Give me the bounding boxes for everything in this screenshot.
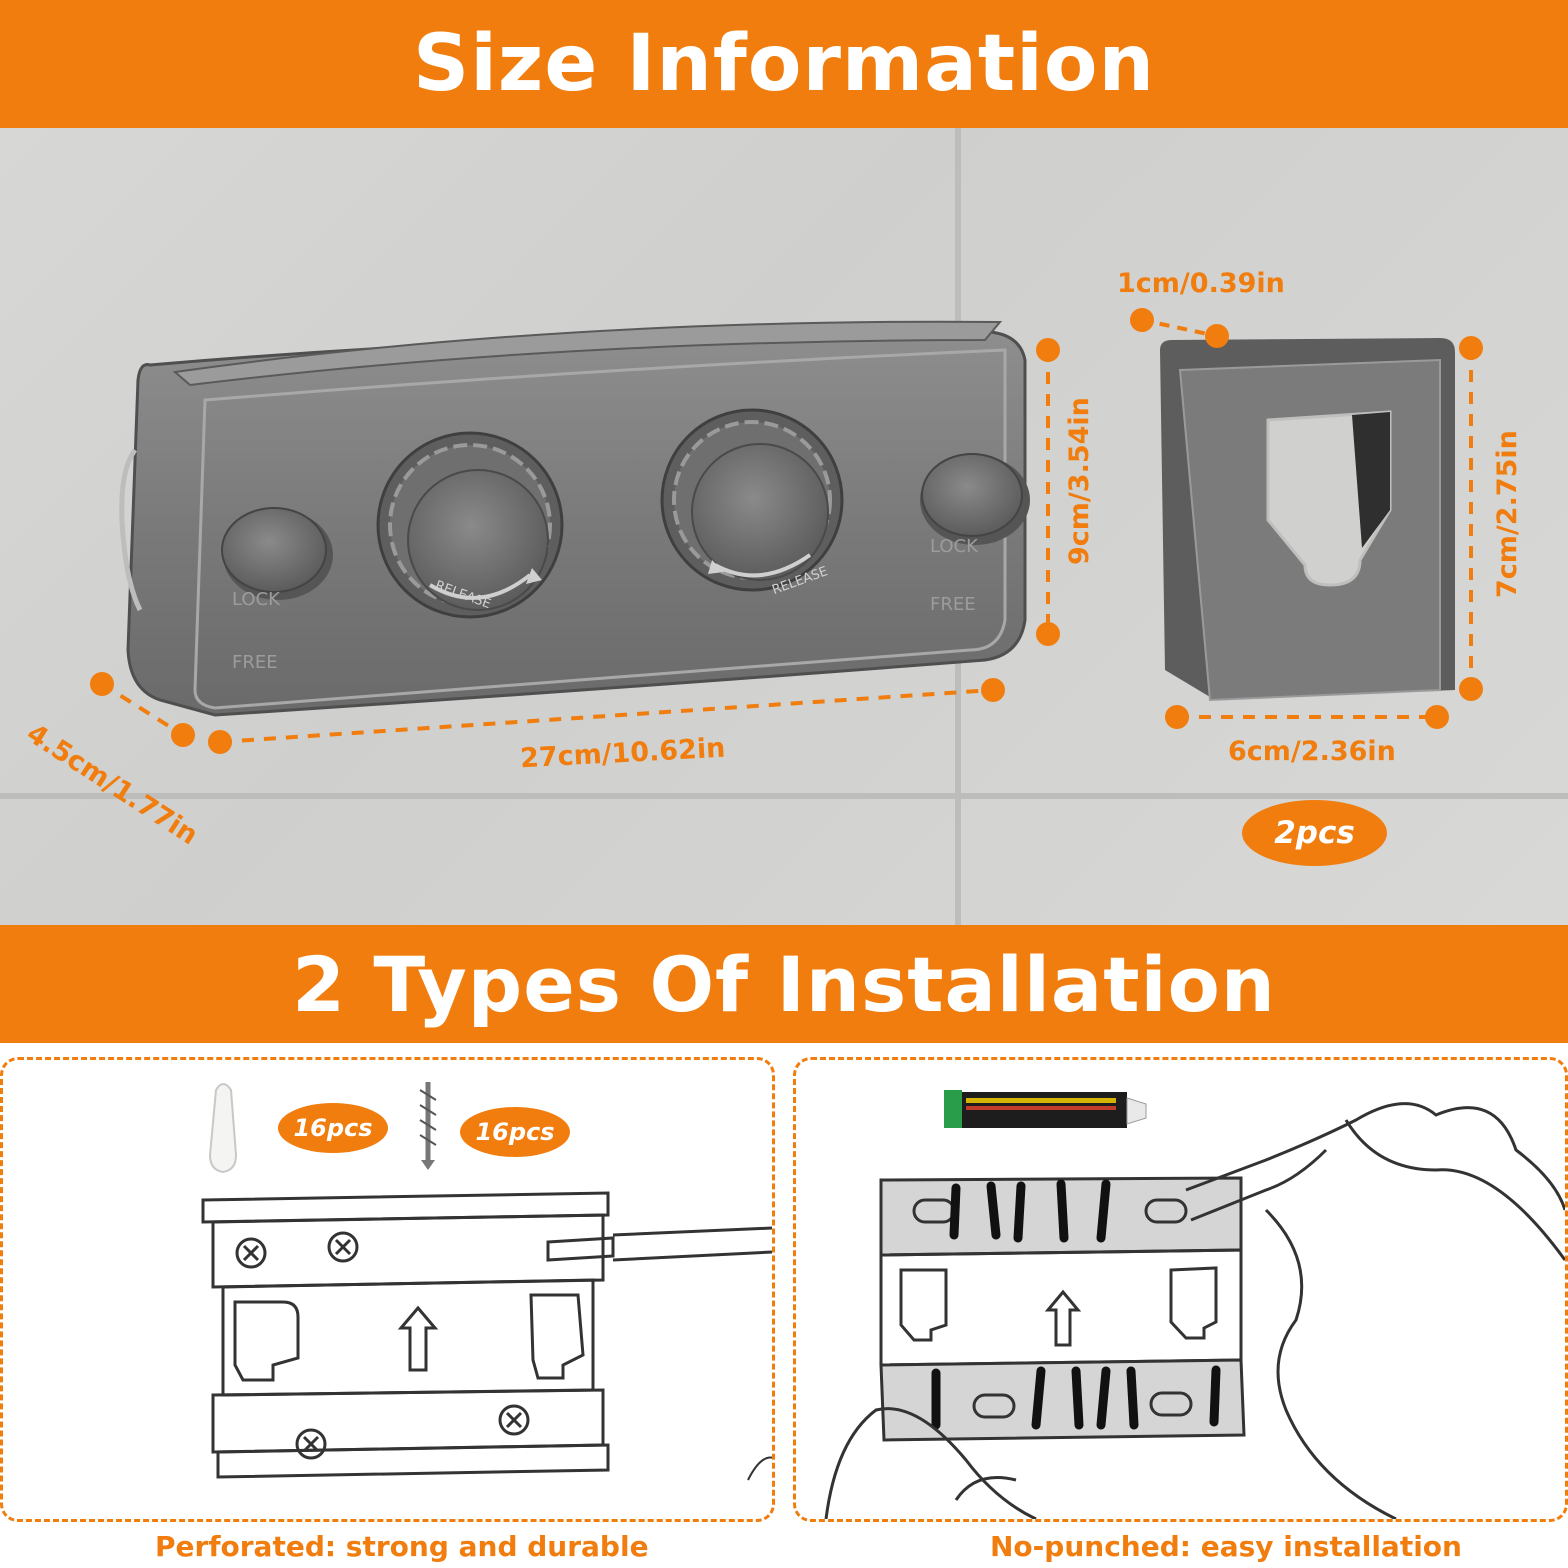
lock-left-label: LOCK: [232, 589, 281, 610]
screw-icon: [419, 1082, 437, 1170]
hand-edge: [747, 1456, 779, 1481]
anchors-quantity-badge: 16pcs: [278, 1103, 388, 1153]
free-left-label: FREE: [232, 652, 278, 673]
hooks-quantity-text: 2pcs: [1274, 815, 1355, 851]
wall-hook: [1160, 338, 1455, 702]
hook-thickness-label: 1cm/0.39in: [1117, 268, 1285, 299]
product-illustration: LOCK FREE RELEASE RELEASE LOCK FREE: [90, 308, 1483, 754]
screwdriver-icon: [546, 1226, 773, 1262]
screws-quantity-text: 16pcs: [475, 1118, 555, 1146]
anchors-quantity-text: 16pcs: [293, 1114, 373, 1142]
left-lock-knob: [221, 507, 333, 600]
hands-drawing: [824, 1102, 1567, 1521]
hook-width-label: 6cm/2.36in: [1228, 736, 1396, 767]
right-release-dial: [660, 408, 844, 592]
no-punched-caption: No-punched: easy installation: [990, 1530, 1462, 1563]
perforated-install-illustration: [201, 1082, 779, 1481]
perforated-caption: Perforated: strong and durable: [155, 1530, 649, 1563]
glue-tube-icon: [944, 1090, 1147, 1128]
free-right-label: FREE: [930, 594, 976, 615]
lock-right-label: LOCK: [930, 536, 979, 557]
glue-strokes: [931, 1179, 1221, 1430]
installation-types-title: 2 Types Of Installation: [292, 939, 1276, 1029]
screws-quantity-badge: 16pcs: [460, 1107, 570, 1157]
wall-anchor-icon: [208, 1083, 238, 1174]
adhesive-plate-drawing: [879, 1176, 1246, 1442]
installation-types-banner: 2 Types Of Installation: [0, 925, 1568, 1043]
height-dimension-label: 9cm/3.54in: [1064, 397, 1095, 565]
mounting-plate-drawing: [201, 1191, 610, 1479]
left-release-dial: [376, 431, 564, 619]
tile-grout-horizontal: [0, 793, 1568, 799]
screw-heads: [242, 1238, 523, 1453]
no-punch-installation-panel: [793, 1057, 1568, 1522]
perforated-installation-panel: 16pcs 16pcs: [0, 1057, 779, 1522]
right-lock-knob: [920, 453, 1030, 545]
adhesive-install-illustration: [824, 1090, 1567, 1521]
hook-height-label: 7cm/2.75in: [1492, 430, 1523, 598]
hooks-quantity-badge: 2pcs: [1242, 800, 1387, 866]
size-information-banner: Size Information: [0, 0, 1568, 128]
dimension-markers: [90, 308, 1483, 754]
size-information-title: Size Information: [413, 19, 1155, 109]
